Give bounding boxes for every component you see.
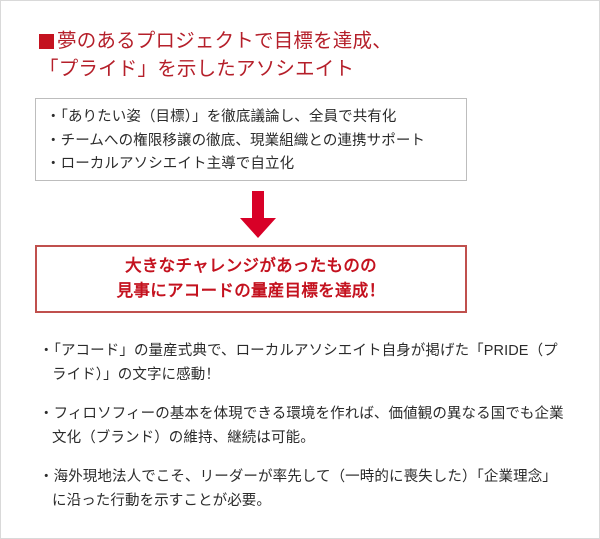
summary-bullet-1: ・「ありたい姿（目標）」を徹底議論し、全員で共有化: [46, 109, 397, 125]
notes-list: ・「アコード」の量産式典で、ローカルアソシエイト自身が掲げた「PRIDE（プライ…: [39, 339, 569, 513]
result-line-2: 見事にアコードの量産目標を達成！: [116, 282, 386, 300]
down-arrow-icon: [238, 191, 278, 239]
result-box: 大きなチャレンジがあったものの 見事にアコードの量産目標を達成！: [35, 245, 467, 313]
title-line-1-row: 夢のあるプロジェクトで目標を達成、: [39, 27, 499, 55]
result-line-1: 大きなチャレンジがあったものの: [125, 257, 377, 275]
summary-bullet-2: ・チームへの権限移譲の徹底、現業組織との連携サポート: [46, 132, 426, 149]
summary-box: ・「ありたい姿（目標）」を徹底議論し、全員で共有化 ・チームへの権限移譲の徹底、…: [35, 98, 467, 181]
page-title: 夢のあるプロジェクトで目標を達成、 「プライド」を示したアソシエイト: [39, 27, 499, 83]
summary-bullet-3: ・ローカルアソシエイト主導で自立化: [46, 156, 295, 172]
title-line-2: 「プライド」を示したアソシエイト: [39, 58, 355, 80]
title-line-1: 夢のあるプロジェクトで目標を達成、: [57, 30, 392, 52]
note-item: ・海外現地法人でこそ、リーダーが率先して（一時的に喪失した）「企業理念」に沿った…: [39, 469, 557, 509]
red-square-marker-icon: [39, 33, 54, 49]
note-item: ・「アコード」の量産式典で、ローカルアソシエイト自身が掲げた「PRIDE（プライ…: [39, 343, 558, 383]
note-item: ・フィロソフィーの基本を体現できる環境を作れば、価値観の異なる国でも企業文化（ブ…: [39, 406, 564, 446]
